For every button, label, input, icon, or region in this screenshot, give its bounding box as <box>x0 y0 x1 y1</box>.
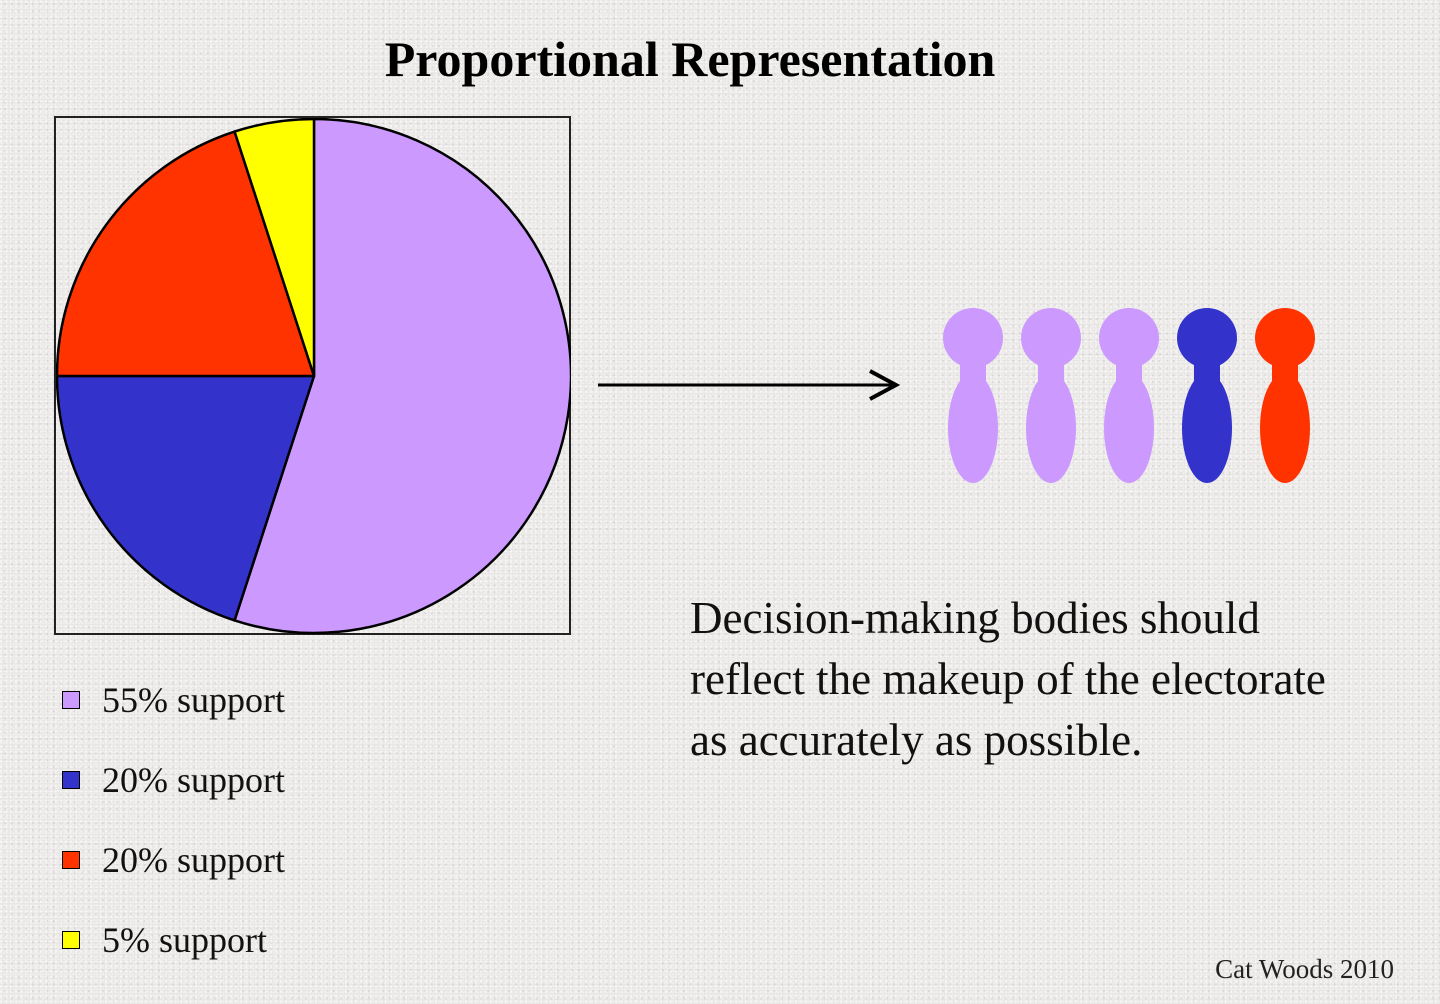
person-figure-3 <box>1099 308 1159 483</box>
caption-line-1: Decision-making bodies should <box>690 593 1260 643</box>
person-figure-2 <box>1021 308 1081 483</box>
legend-swatch-1 <box>62 691 80 709</box>
credit-text: Cat Woods 2010 <box>1215 954 1394 984</box>
legend-label-3: 20% support <box>102 840 285 880</box>
pie-slice-4 <box>233 118 316 378</box>
caption: Decision-making bodies should reflect th… <box>690 588 1430 771</box>
arrow-icon <box>598 369 901 401</box>
pie-chart-frame <box>54 116 571 635</box>
legend-swatch-3 <box>62 851 80 869</box>
legend-label-1: 55% support <box>102 680 285 720</box>
person-figure-5 <box>1255 308 1315 483</box>
legend-item-2: 20% support <box>62 760 285 800</box>
legend-swatch-4 <box>62 931 80 949</box>
page-title: Proportional Representation <box>384 31 996 87</box>
representatives-figures <box>943 308 1315 483</box>
legend-item-4: 5% support <box>62 920 267 960</box>
legend-item-3: 20% support <box>62 840 285 880</box>
caption-line-2: reflect the makeup of the electorate <box>690 654 1326 704</box>
legend-label-4: 5% support <box>102 920 267 960</box>
legend-label-2: 20% support <box>102 760 285 800</box>
person-figure-1 <box>943 308 1003 483</box>
pie-chart <box>56 118 571 635</box>
pie-slice-2 <box>56 374 316 622</box>
legend-swatch-2 <box>62 771 80 789</box>
caption-line-3: as accurately as possible. <box>690 715 1143 765</box>
legend-item-1: 55% support <box>62 680 285 720</box>
pie-slice-1 <box>233 118 571 635</box>
person-figure-4 <box>1177 308 1237 483</box>
pie-slice-3 <box>56 130 316 378</box>
